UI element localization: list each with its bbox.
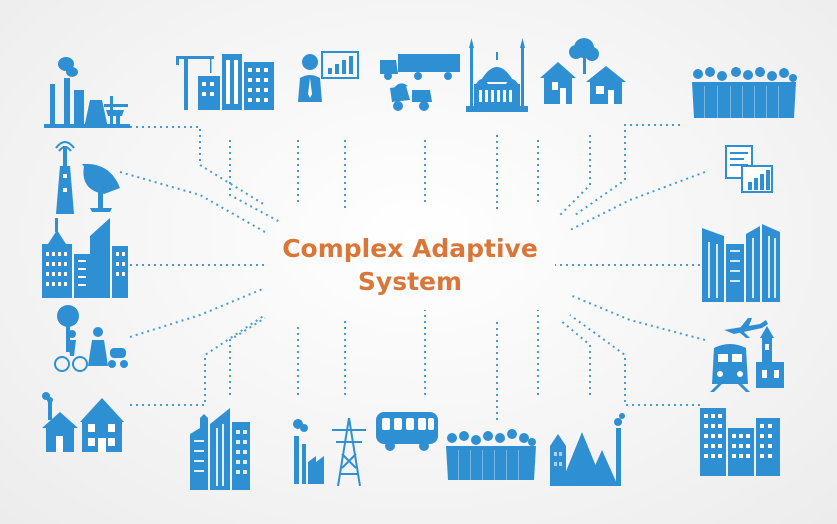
industrial-town-icon xyxy=(550,413,625,486)
title-line-2: System xyxy=(357,267,463,296)
people-group-icon xyxy=(446,429,536,480)
crowd-icon xyxy=(692,67,797,118)
skyscrapers-icon xyxy=(702,224,780,302)
houses-icon xyxy=(540,38,626,104)
radio-tower-icon xyxy=(55,141,75,214)
power-plant-icon xyxy=(293,419,324,484)
office-towers-icon xyxy=(190,408,250,490)
factory-icon xyxy=(44,57,130,128)
construction-crane-icon xyxy=(176,54,274,110)
diagram-title: Complex Adaptive System xyxy=(240,232,580,298)
presenter-chart-icon xyxy=(298,51,359,102)
trucks-icon xyxy=(380,54,460,111)
title-line-1: Complex Adaptive xyxy=(282,234,538,263)
power-pylon-icon xyxy=(332,418,366,486)
city-buildings-icon xyxy=(42,218,128,298)
village-houses-icon xyxy=(42,392,124,452)
report-chart-icon xyxy=(725,145,773,193)
airplane-train-icon xyxy=(710,318,784,392)
bus-icon xyxy=(376,412,438,451)
satellite-dish-icon xyxy=(82,163,120,212)
mosque-icon xyxy=(466,38,528,112)
family-park-icon xyxy=(54,305,128,372)
apartment-blocks-icon xyxy=(700,408,780,476)
